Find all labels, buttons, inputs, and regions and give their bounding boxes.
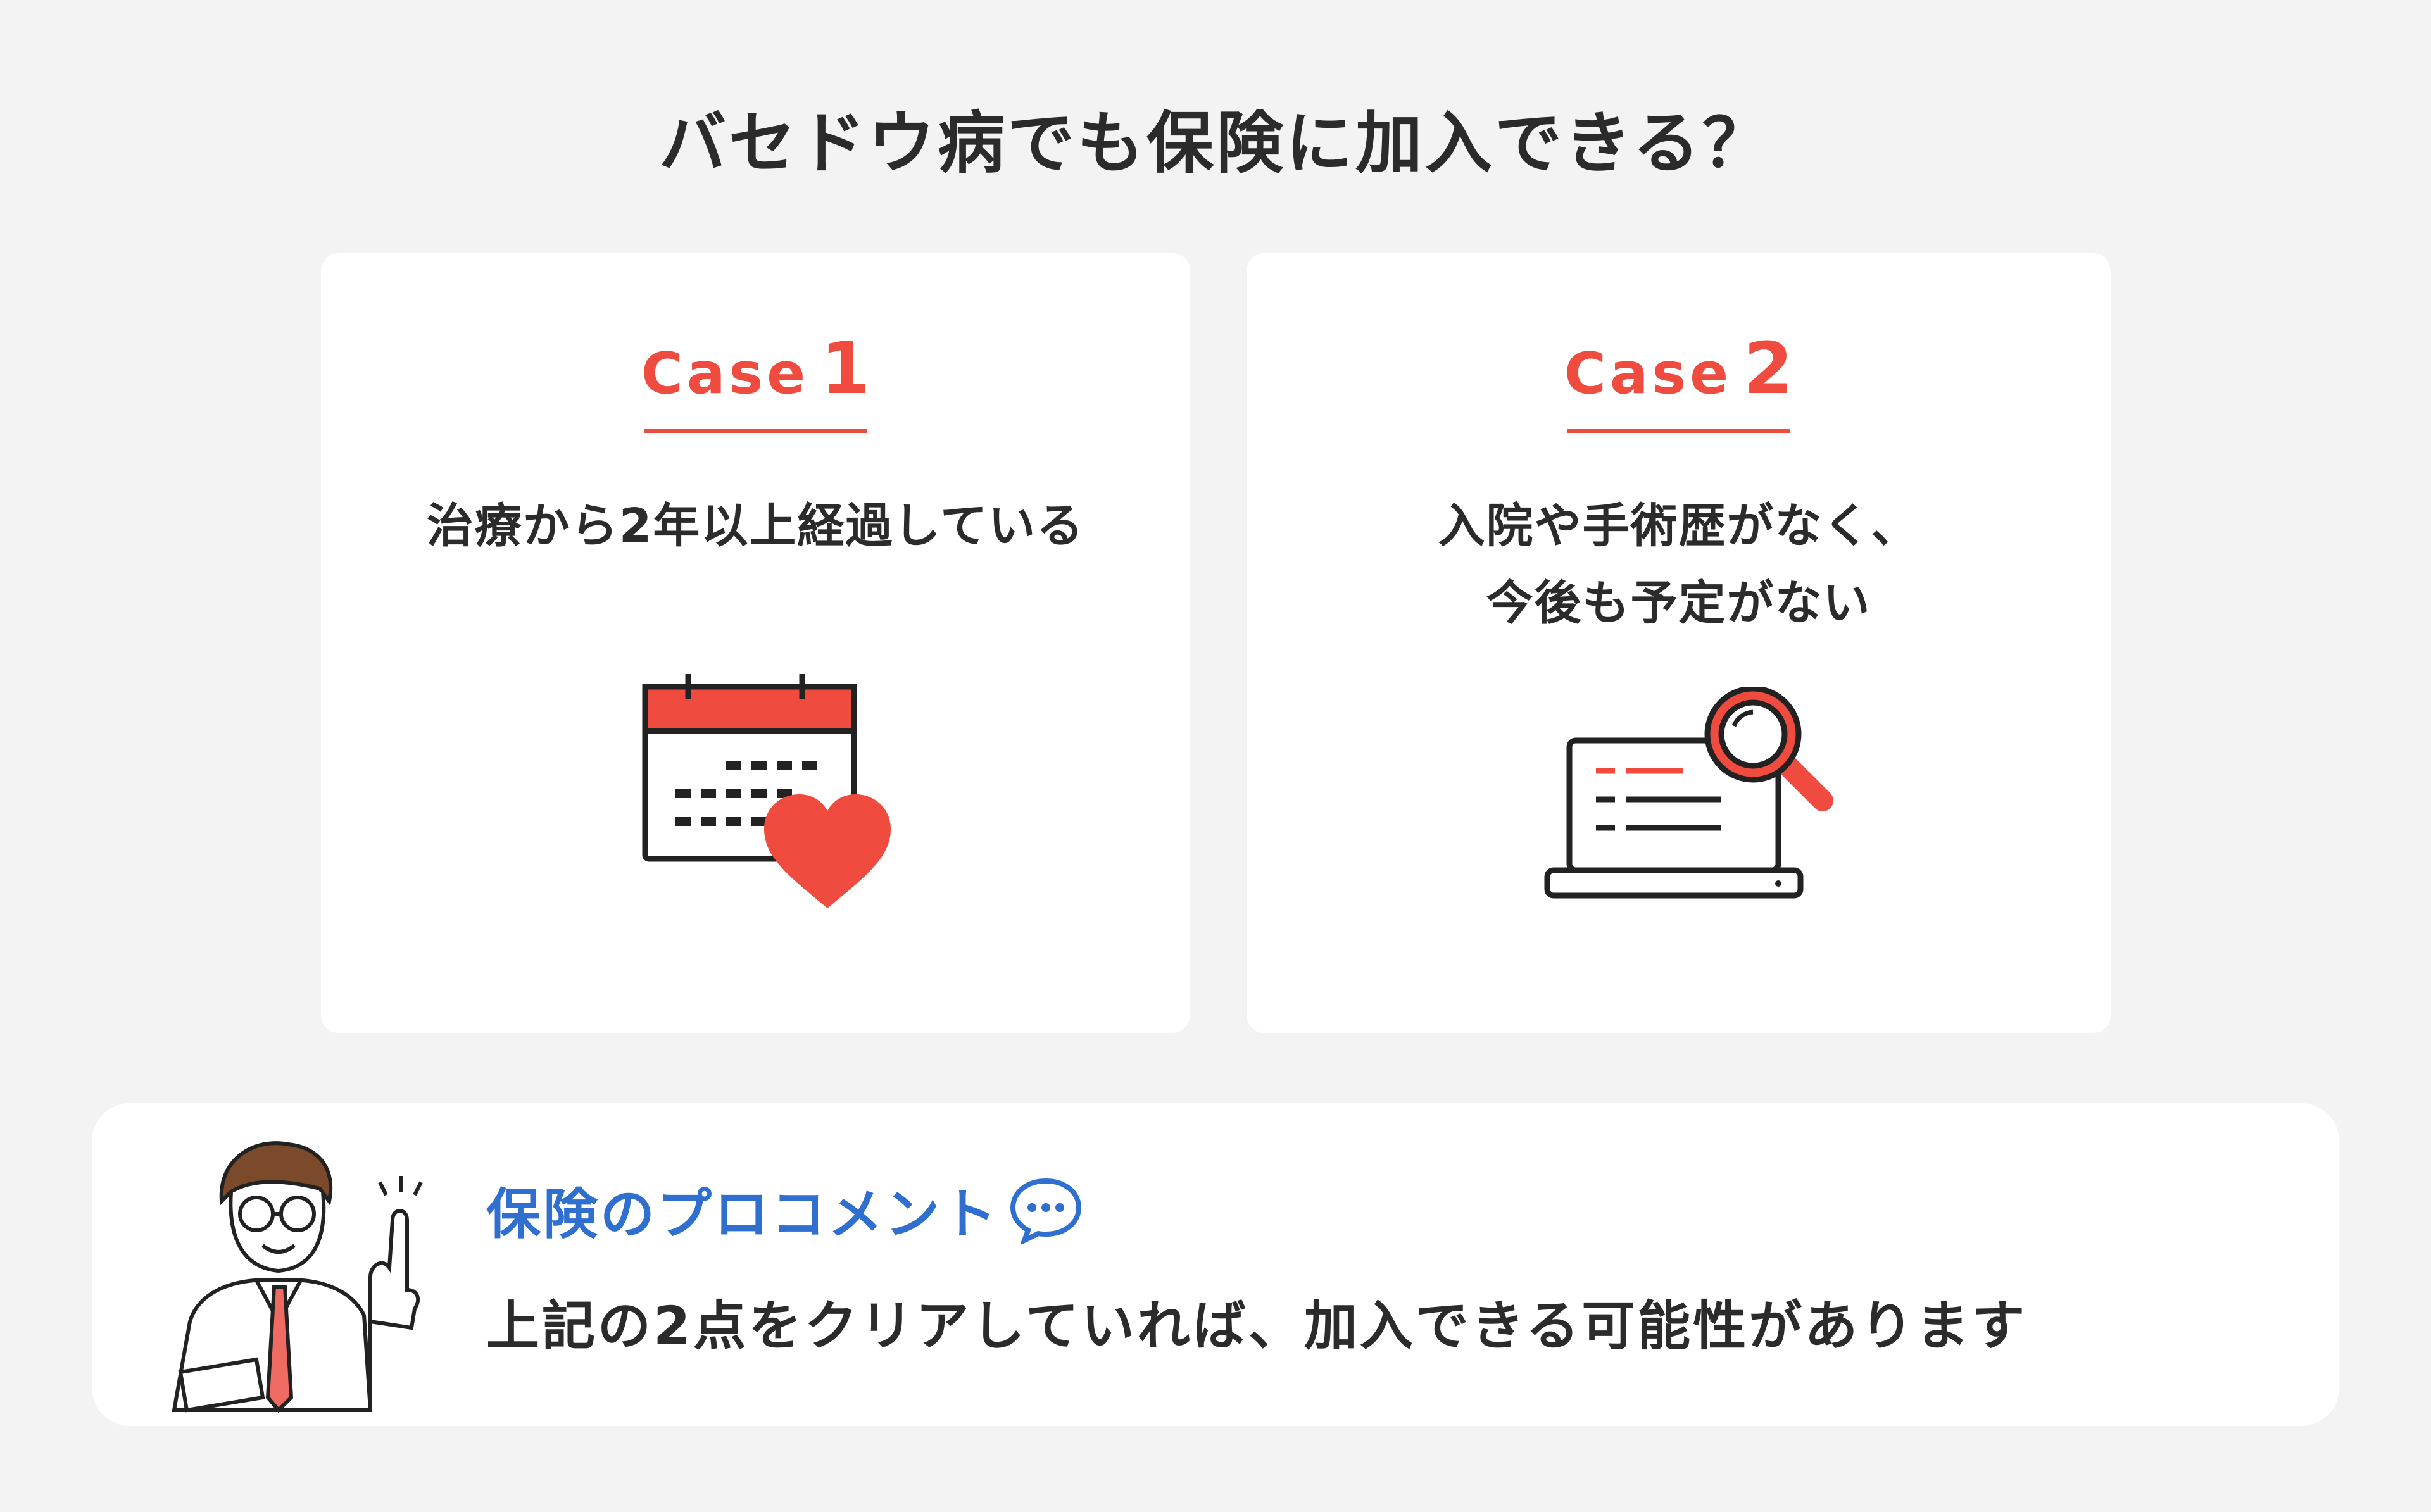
page-title: バセドウ病でも保険に加入できる？	[659, 104, 1772, 182]
case-2-description-line-2: 今後も予定がない	[1486, 576, 1871, 630]
case-1-description: 治療から2年以上経過している	[321, 487, 1190, 565]
case-2-number: 2	[1743, 328, 1793, 410]
case-1-number: 1	[820, 328, 870, 410]
pro-comment-heading-text: 保険のプロコメント	[486, 1183, 999, 1246]
doctor-illustration	[172, 1141, 423, 1413]
case-1-word: Case	[641, 341, 810, 407]
case-2-word: Case	[1564, 341, 1733, 407]
laptop-search-icon	[1544, 687, 1833, 899]
case-2-underline	[1567, 429, 1790, 433]
speech-bubble-icon	[1010, 1178, 1082, 1244]
pro-comment-box: 保険のプロコメント 上記の2点をクリアしていれば、加入できる可能性があります	[92, 1103, 2339, 1426]
pro-comment-text: 上記の2点をクリアしていれば、加入できる可能性があります	[486, 1295, 2028, 1357]
case-2-description: 入院や手術歴がなく、 今後も予定がない	[1247, 487, 2111, 642]
calendar-heart-icon	[642, 674, 891, 908]
pro-comment-heading: 保険のプロコメント	[486, 1170, 1084, 1249]
case-1-description-line: 治療から2年以上経過している	[426, 499, 1085, 553]
case-2-description-line-1: 入院や手術歴がなく、	[1438, 499, 1919, 553]
case-1-underline	[644, 429, 867, 433]
